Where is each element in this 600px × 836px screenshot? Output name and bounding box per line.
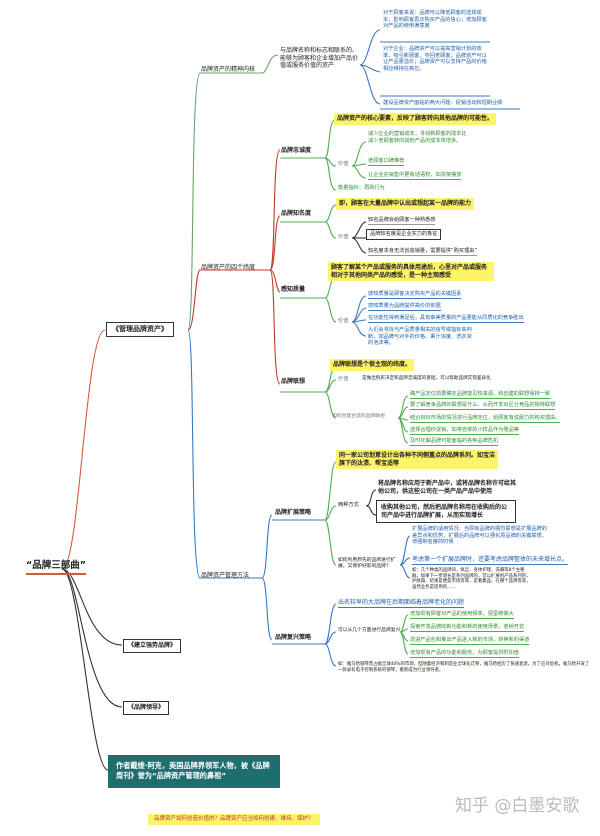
revival-core: 出名较早的大品牌在后期面临着品牌老化的问题 [338,599,465,608]
association-create-5: 及时化解品牌可能面临的各种品牌危机 [410,438,499,446]
association-create-3: 结合目标市场的情况进行品牌定位，给顾客有说服力的购买理由。 [410,415,561,423]
revival-way-2: 探索开发品牌的新功能和新的使用场景，老树开花 [410,624,525,632]
loyalty-value-1: 减少企业的营销成本，寻找新顾客的成本比减少老顾客转向其他产品的成本将增多。 [368,131,467,144]
dim-perceived-quality: 感知质量 [281,286,306,293]
extension-way-2: 收购其他公司，然后把品牌名称用在收购后的公司产品中进行品牌扩展，从而实现增长 [376,500,516,523]
quality-value-2: 感知质量为品牌提供高价的依据 [368,303,441,311]
value-for-customer: 对于顾客来说：品牌可以降低顾客的选择成本；影响顾客再次购买产品的信心；增加顾客对… [383,10,487,29]
extension-way-1: 将品牌名称应用于新产品中，或将品牌名称许可给其他公司，供这些公司在一类产品产品中… [378,480,517,495]
dim-brand-loyalty: 品牌忠诚度 [281,147,312,154]
extension-how-2: 考虑第一个扩展品牌时，还要考虑品牌整体的未来增长点。 [412,556,569,565]
revival-way-4: 增加现有产品的功能和服务，为顾客提供附加值 [410,650,519,658]
strategy-brand-revival: 品牌复兴策略 [275,634,312,641]
loyalty-core: 品牌资产的核心要素，反映了顾客转向其他品牌的可能性。 [334,113,497,125]
association-create-label: 如何创建合适的品牌联想 [332,414,385,419]
loyalty-value-label: 价值 [338,161,349,167]
loyalty-measure: 衡量指标：再购行为 [338,185,385,191]
association-create-2: 要了解竞争品牌的联想是什么，从而开发出区分竞品的独特联想 [410,402,556,410]
two-issues: 建设品牌资产面临的两大问题：促销活动和短期业绩 [383,100,503,106]
quality-value-label: 价值 [338,318,349,324]
extension-way-label: 两种方式 [338,502,359,508]
dim-brand-association: 品牌联想 [281,378,306,385]
strategy-brand-extension: 品牌扩展策略 [275,509,312,516]
awareness-value-3: 知名度本身无法创造销量，需要提供“购买理由” [368,248,478,256]
awareness-value-2: 品牌知名度是企业实力的象征 [366,229,442,240]
value-for-enterprise: 对于企业：品牌资产可以提高营销计划的效率、吸引新顾客、夺回老顾客；品牌资产可以让… [383,46,487,72]
association-value-label: 价值 [338,376,349,382]
branch-management-methods: 品牌资产管理方法 [201,572,250,579]
brand-equity-definition: 与品牌名称和标志相联系的、能够为顾客和企业增加产品价值或服务价值的资产 [280,47,359,69]
awareness-value-1: 知名品牌会给顾客一种熟悉感 [368,217,436,225]
root-node: “品牌三部曲” [26,560,86,575]
awareness-value-label: 价值 [338,234,349,240]
revival-example: 如：雅马哈钢琴曾占据全球40%的市场，但随着经济和制造业全球化迁移，雅马哈经历了… [338,662,590,673]
association-core: 品牌联想是个很主观的纬度。 [330,359,415,371]
book-building-strong-brands: 《建立强势品牌》 [123,639,182,653]
extension-core: 同一家公司划意设计出各种不同侧重点的品牌系列。如宝洁旗下的汰渍、帮宝适等 [336,450,498,469]
quality-value-3: 在功能性得到满足后，具有审美质量的产品更能从同质化的竞争胜出 [368,315,524,323]
book-managing-brand-equity: 《管理品牌资产》 [106,322,174,337]
awareness-core: 即，顾客在大量品牌中认出或想起某一品牌的能力 [336,198,475,210]
extension-how-label: 如何利用原先的品牌进行扩展，又保护好影响品牌？ [338,558,396,569]
author-note: 作者戴维·阿克，美国品牌界领军人物，被《品牌周刊》誉为“品牌资产管理的鼻祖” [108,755,280,788]
watermark: 知乎 @白墨安歌 [455,796,580,816]
branch-four-dimensions: 品牌资产的四个纬度 [201,264,256,271]
book-brand-leadership: 《品牌领导》 [123,701,170,715]
loyalty-value-2: 老顾客口碑推荐 [368,158,405,166]
revival-way-1: 增加现有顾客对产品的使用频率，把蛋糕做大 [410,611,514,619]
footer-question: 品牌资产如何创造价值的？品牌资产应当如何创建、维持、保护？ [148,814,320,825]
loyalty-value-3: 让企业在销售中更有话语权，如货架摆放 [368,172,462,180]
dim-brand-awareness: 品牌知名度 [281,210,312,217]
extension-how-1: 扩展品牌的适用情况：当原有品牌的强烈联想是扩展品牌的差异点和优势，扩展后的品牌可… [412,526,547,545]
quality-value-1: 感知质量是顾客决定购买产品的关键因素 [368,291,462,299]
quality-value-4: 人们会寻找与产品质量相关的信号或指标来判断，如品牌与对手的价格、秉汁浓度、洗衣液… [368,327,472,346]
revival-way-label: 可以从几个方面进行品牌复兴 [338,628,401,633]
association-create-4: 选择合理价促销，如将自家的小样品作为赠品等 [410,427,519,435]
association-create-1: 确产品定位前要确定品牌能见较来源，和创建的联想保持一致 [410,391,551,399]
revival-way-3: 改进产品包和推出产品进入新的市场，转换新的渠道 [410,637,530,645]
association-value-text: 是做出购买决定和品牌忠诚度的基础，可以帮助品牌实现差异化 [362,376,491,381]
extension-how-3: 如：几个种类的品牌间，拟旦、身体护理、洗脚等8个主要群，如果下一步增长是系列品牌… [412,568,531,590]
quality-core: 顾客了解某个产品或服务的具体用途后，心里对产品或服务相对于其他同类产品的感受，是… [328,262,494,281]
branch-spirit-core: 品牌资产的精神内核 [201,66,256,73]
